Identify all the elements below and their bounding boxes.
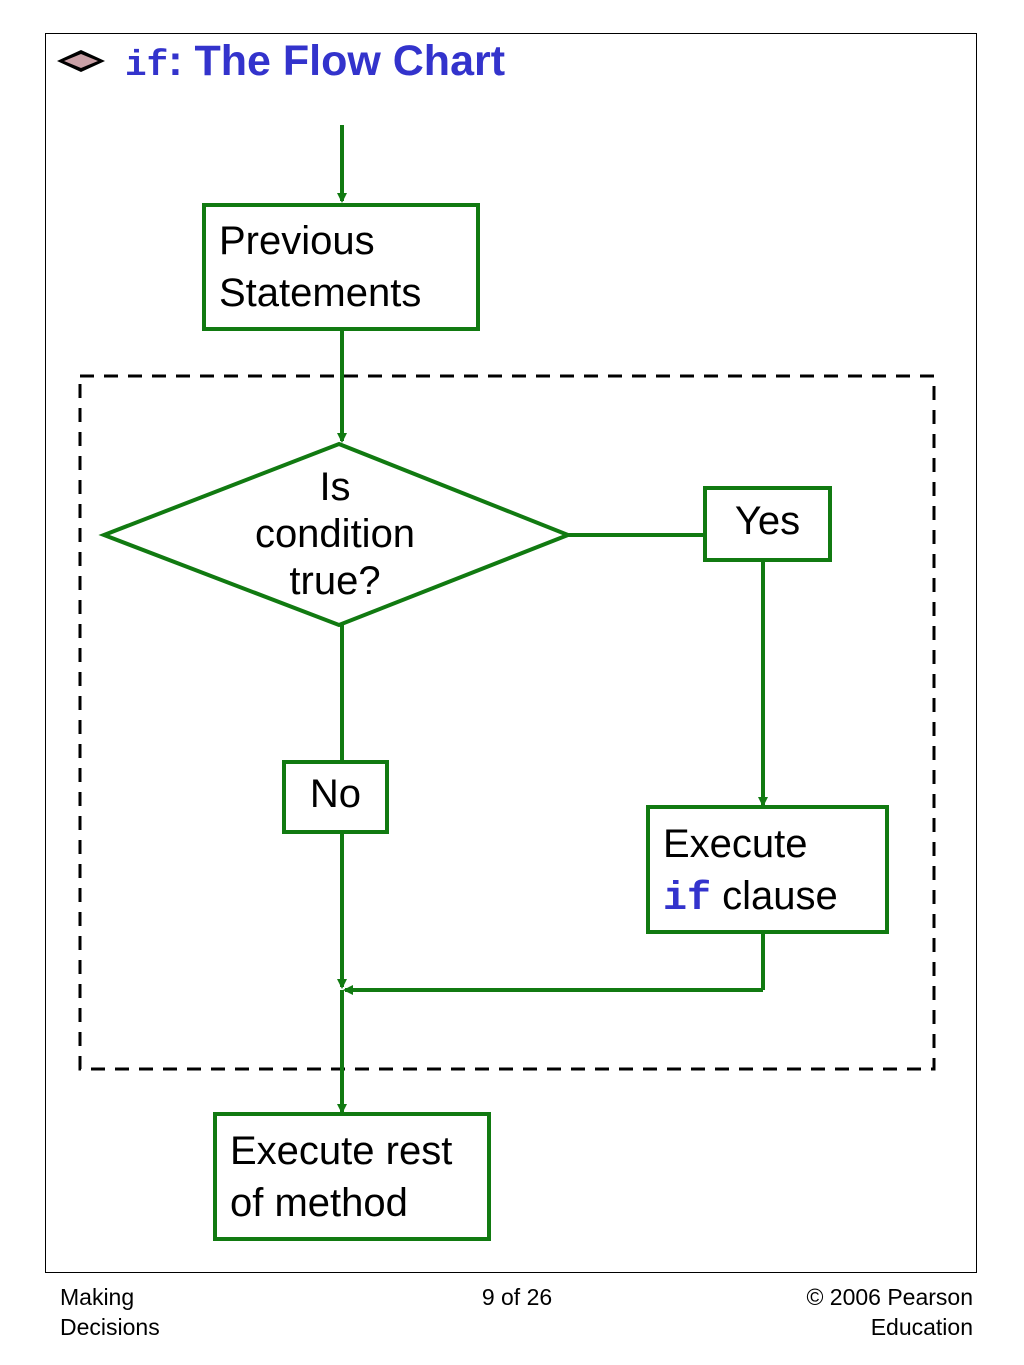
- title-text: if: The Flow Chart: [125, 37, 505, 86]
- footer-right-line2: Education: [870, 1314, 973, 1340]
- page-number: 9 of 26: [481, 1284, 553, 1310]
- yes-label: Yes: [734, 499, 801, 543]
- no-label: No: [309, 772, 362, 816]
- footer-right-line1: © 2006 Pearson: [806, 1284, 973, 1310]
- condition-diamond: [98, 441, 574, 628]
- previous-line1: Previous: [219, 219, 375, 263]
- if-region-dashed-border: [78, 374, 936, 1071]
- execute-rest: clause: [711, 874, 838, 918]
- decision-line2: condition: [254, 512, 416, 556]
- slide-frame: [45, 33, 977, 1273]
- rest-line2: of method: [230, 1181, 408, 1225]
- no-box: [282, 760, 389, 834]
- execute-rest-box: [213, 1112, 491, 1241]
- execute-line2: if clause: [663, 870, 838, 926]
- footer-left: Making Decisions: [60, 1282, 160, 1342]
- execute-line1: Execute: [663, 822, 808, 866]
- title-suffix: : The Flow Chart: [168, 36, 506, 85]
- rest-line1: Execute rest: [230, 1129, 453, 1173]
- execute-code: if: [663, 877, 712, 922]
- previous-statements-label: Previous Statements: [219, 215, 421, 319]
- execute-if-clause-box: [646, 805, 889, 934]
- decision-line3: true?: [289, 559, 381, 603]
- yes-box: [703, 486, 832, 562]
- title-code: if: [125, 44, 169, 86]
- decision-line1: Is: [319, 465, 351, 509]
- diamond-bullet-icon: [57, 50, 105, 72]
- execute-rest-label: Execute rest of method: [230, 1125, 452, 1229]
- footer-right: © 2006 Pearson Education: [700, 1282, 973, 1342]
- previous-statements-box: [202, 203, 480, 331]
- slide-title: if: The Flow Chart: [55, 36, 505, 86]
- footer-left-line2: Decisions: [60, 1314, 160, 1340]
- previous-line2: Statements: [219, 271, 422, 315]
- execute-if-clause-label: Execute if clause: [663, 818, 838, 926]
- condition-label: Is condition true?: [235, 464, 435, 605]
- footer-left-line1: Making: [60, 1284, 135, 1310]
